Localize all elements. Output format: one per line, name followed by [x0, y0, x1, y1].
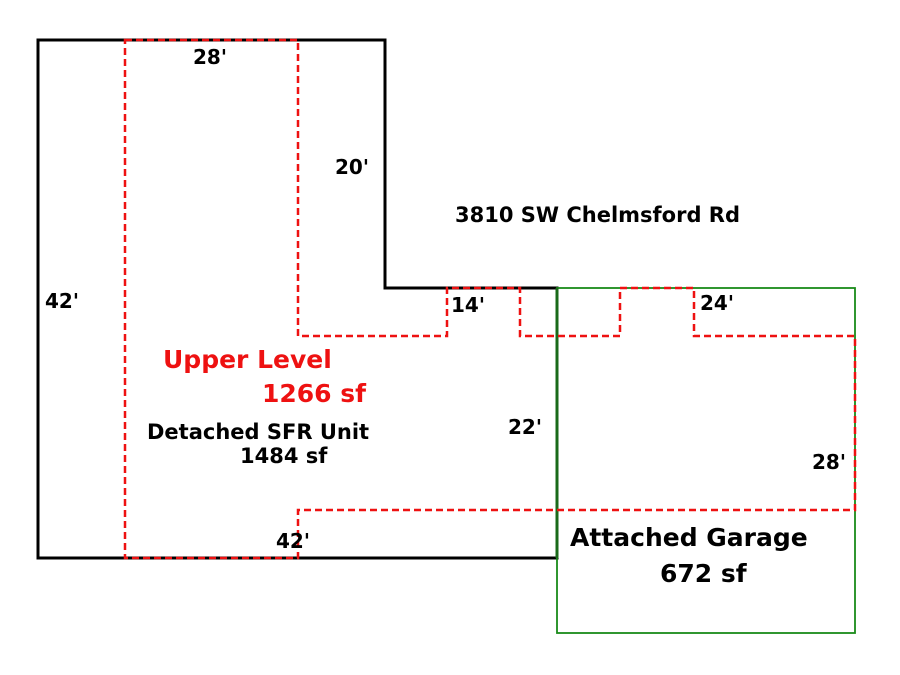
dim-left-height: 42' — [45, 289, 79, 313]
dim-garage-right: 28' — [812, 450, 846, 474]
dim-bottom-width: 42' — [276, 529, 310, 553]
upper-level-outline — [123, 38, 857, 560]
main-unit-area: 1484 sf — [240, 444, 328, 468]
main-unit-title: Detached SFR Unit — [147, 420, 369, 444]
upper-level-area: 1266 sf — [262, 379, 367, 408]
upper-level-title: Upper Level — [163, 345, 332, 374]
address-label: 3810 SW Chelmsford Rd — [455, 203, 740, 227]
garage-area: 672 sf — [660, 559, 748, 588]
dim-inner-height: 22' — [508, 415, 542, 439]
dim-garage-top: 24' — [700, 291, 734, 315]
dim-top-width: 28' — [193, 45, 227, 69]
dim-upper-step: 20' — [335, 155, 369, 179]
dim-mid-step: 14' — [451, 293, 485, 317]
garage-title: Attached Garage — [570, 523, 808, 552]
